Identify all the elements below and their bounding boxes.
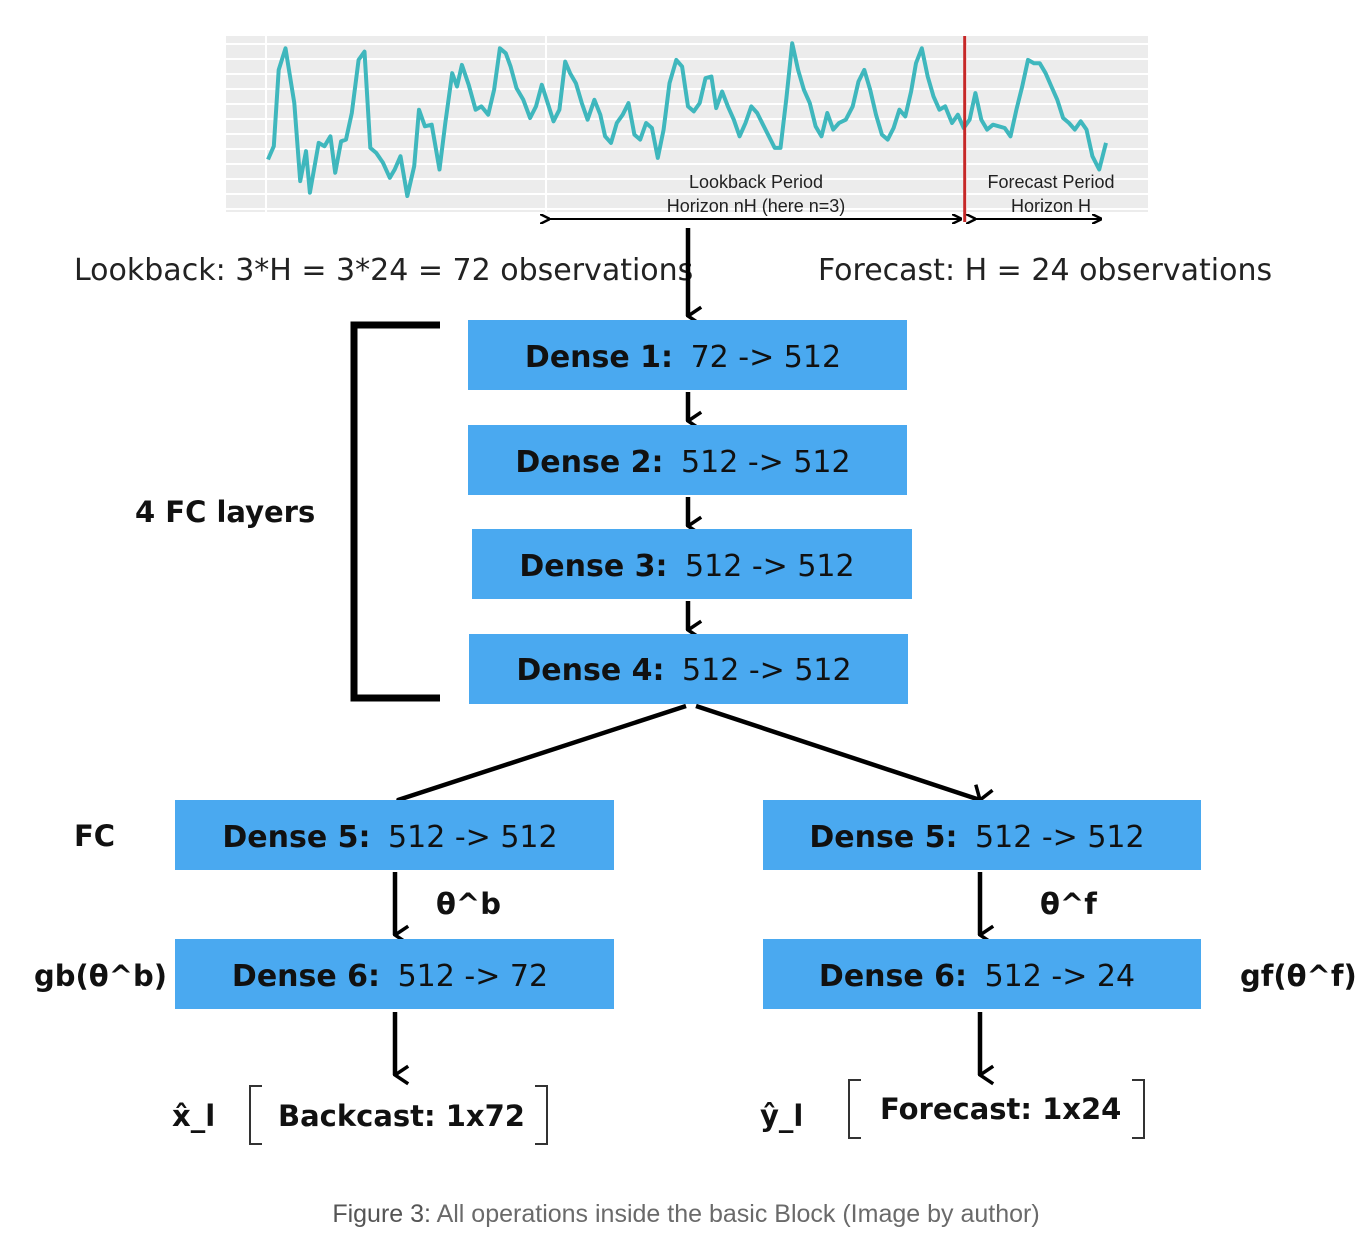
gf-label: gf(θ^f) xyxy=(1240,959,1357,993)
dense-2-box: Dense 2: 512 -> 512 xyxy=(468,425,907,495)
forecast-horizon-label: Horizon H xyxy=(1011,196,1091,216)
y-hat-label: ŷ_l xyxy=(760,1099,803,1133)
dense-4-box: Dense 4: 512 -> 512 xyxy=(469,634,908,704)
dense-4-dims: 512 -> 512 xyxy=(682,653,852,688)
dense-3-box: Dense 3: 512 -> 512 xyxy=(472,529,912,599)
dense-6-forecast-name: Dense 6: xyxy=(819,959,967,994)
dense-5-forecast-box: Dense 5: 512 -> 512 xyxy=(763,800,1201,870)
dense-6-backcast-dims: 512 -> 72 xyxy=(398,959,548,994)
dense-6-backcast-rect xyxy=(175,939,614,1009)
svg-text:Dense 6: 512 -> 24: Dense 6: 512 -> 24 xyxy=(819,959,1135,994)
dense-3-dims: 512 -> 512 xyxy=(685,549,855,584)
svg-text:Dense 6: 512 -> 72: Dense 6: 512 -> 72 xyxy=(232,959,548,994)
flow-arrows xyxy=(395,228,980,1075)
dense-4-rect xyxy=(469,634,908,704)
dense-6-backcast-name: Dense 6: xyxy=(232,959,380,994)
series-line xyxy=(266,41,1108,198)
dense-4-name: Dense 4: xyxy=(516,653,664,688)
dense-5-forecast-rect xyxy=(763,800,1201,870)
forecast-output: Forecast: 1x24 xyxy=(880,1092,1121,1126)
svg-text:Dense 4: 512 -> 512: Dense 4: 512 -> 512 xyxy=(516,653,851,688)
dense-3-name: Dense 3: xyxy=(519,549,667,584)
figure-caption: Figure 3: All operations inside the basi… xyxy=(0,1200,1372,1229)
dense-1-dims: 72 -> 512 xyxy=(691,340,841,375)
dense-6-forecast-rect xyxy=(763,939,1201,1009)
fc-layers-bracket xyxy=(350,321,440,702)
theta-b-label: θ^b xyxy=(436,887,501,921)
arrow-dense4-to-right-branch xyxy=(695,703,980,800)
dense-5-backcast-box: Dense 5: 512 -> 512 xyxy=(175,800,614,870)
svg-text:Dense 5: 512 -> 512: Dense 5: 512 -> 512 xyxy=(809,820,1144,855)
dense-1-name: Dense 1: xyxy=(525,340,673,375)
svg-text:Dense 2: 512 -> 512: Dense 2: 512 -> 512 xyxy=(515,445,850,480)
figure-caption-text: All operations inside the basic Block (I… xyxy=(436,1200,1040,1228)
svg-text:Dense 3: 512 -> 512: Dense 3: 512 -> 512 xyxy=(519,549,854,584)
backcast-left-bracket xyxy=(249,1085,262,1145)
dense-2-dims: 512 -> 512 xyxy=(681,445,851,480)
arrow-dense4-to-left-branch xyxy=(398,703,687,800)
figure-caption-label: Figure 3: xyxy=(332,1200,431,1228)
dense-2-name: Dense 2: xyxy=(515,445,663,480)
dense-5-forecast-name: Dense 5: xyxy=(809,820,957,855)
lookback-horizon-label: Horizon nH (here n=3) xyxy=(667,196,846,216)
dense-6-backcast-box: Dense 6: 512 -> 72 xyxy=(175,939,614,1009)
dense-2-rect xyxy=(468,425,907,495)
forecast-right-bracket xyxy=(1132,1079,1145,1139)
dense-6-forecast-dims: 512 -> 24 xyxy=(985,959,1135,994)
dense-5-backcast-rect xyxy=(175,800,614,870)
chart-grid xyxy=(226,36,1148,212)
backcast-output: Backcast: 1x72 xyxy=(278,1099,525,1133)
svg-text:Dense 5: 512 -> 512: Dense 5: 512 -> 512 xyxy=(222,820,557,855)
lookback-observations-label: Lookback: 3*H = 3*24 = 72 observations xyxy=(74,253,693,288)
fc-label: FC xyxy=(74,819,115,853)
dense-1-rect xyxy=(468,320,907,390)
dense-1-box: Dense 1: 72 -> 512 xyxy=(468,320,907,390)
dense-5-forecast-dims: 512 -> 512 xyxy=(975,820,1145,855)
theta-f-label: θ^f xyxy=(1040,887,1097,921)
time-series-chart: Lookback Period Horizon nH (here n=3) Fo… xyxy=(226,36,1148,222)
lookback-period-label: Lookback Period xyxy=(689,172,823,192)
dense-5-backcast-name: Dense 5: xyxy=(222,820,370,855)
x-hat-label: x̂_l xyxy=(172,1099,215,1133)
svg-text:Dense 1: 72 -> 512: Dense 1: 72 -> 512 xyxy=(525,340,841,375)
fc-layers-label: 4 FC layers xyxy=(135,495,315,529)
backcast-right-bracket xyxy=(535,1085,548,1145)
dense-6-forecast-box: Dense 6: 512 -> 24 xyxy=(763,939,1201,1009)
forecast-left-bracket xyxy=(848,1079,861,1139)
dense-5-backcast-dims: 512 -> 512 xyxy=(388,820,558,855)
forecast-observations-label: Forecast: H = 24 observations xyxy=(818,253,1272,288)
gb-label: gb(θ^b) xyxy=(34,959,167,993)
dense-3-rect xyxy=(472,529,912,599)
forecast-period-label: Forecast Period xyxy=(987,172,1114,192)
